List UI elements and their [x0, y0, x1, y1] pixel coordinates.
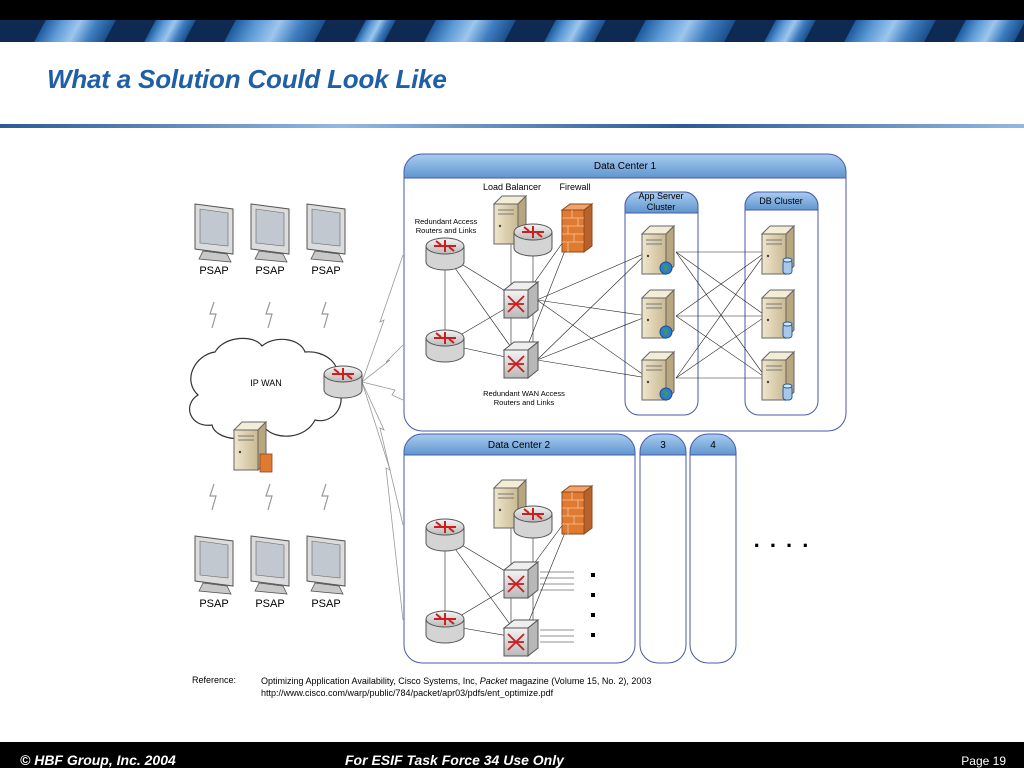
psap-label: PSAP — [255, 265, 284, 277]
reference-text: Optimizing Application Availability, Cis… — [261, 675, 651, 699]
footer-page-number: Page 19 — [961, 754, 1006, 768]
wan-server-icon — [233, 421, 273, 473]
reference-label: Reference: — [192, 675, 237, 685]
data-center-1-title: Data Center 1 — [594, 161, 657, 172]
psap-label: PSAP — [255, 598, 284, 610]
wireless-link-icon — [209, 301, 217, 329]
psap-monitor-icon — [250, 203, 290, 263]
psap-monitor-icon — [194, 203, 234, 263]
redundant-wan-label-line1: Redundant WAN Access — [483, 389, 565, 398]
footer-notice: For ESIF Task Force 34 Use Only — [345, 752, 564, 768]
wireless-link-icon — [265, 301, 273, 329]
data-center-4-title: 4 — [710, 440, 716, 451]
db-server-icon — [761, 225, 795, 275]
firewall-icon — [561, 485, 593, 535]
app-server-icon — [641, 225, 675, 275]
footer-copyright: © HBF Group, Inc. 2004 — [20, 752, 176, 768]
reference-line1-start: Optimizing Application Availability, Cis… — [261, 676, 480, 686]
access-router-icon — [425, 518, 465, 552]
wan-router-icon — [323, 365, 363, 399]
psap-label: PSAP — [311, 265, 340, 277]
app-server-icon — [641, 289, 675, 339]
psap-label: PSAP — [199, 598, 228, 610]
data-center-4-panel: 4 — [689, 433, 737, 664]
reference-line1-end: magazine (Volume 15, No. 2), 2003 — [507, 676, 652, 686]
dc2-vertical-ellipsis — [591, 573, 595, 637]
title-divider — [0, 124, 1024, 128]
wan-switch-icon — [503, 341, 539, 379]
reference-line1-italic: Packet — [479, 676, 508, 686]
psap-label: PSAP — [311, 598, 340, 610]
psap-monitor-icon — [306, 203, 346, 263]
reference-url[interactable]: http://www.cisco.com/warp/public/784/pac… — [261, 688, 554, 698]
psap-monitor-icon — [250, 535, 290, 595]
wireless-link-icon — [321, 483, 329, 511]
wan-switch-icon — [503, 281, 539, 319]
firewall-icon — [561, 203, 593, 253]
ip-wan-cloud-icon: IP WAN — [189, 337, 342, 440]
footer-bar: © HBF Group, Inc. 2004 For ESIF Task For… — [0, 742, 1024, 768]
access-router-icon — [425, 610, 465, 644]
wireless-link-icon — [265, 483, 273, 511]
more-data-centers-ellipsis: . . . . — [754, 527, 811, 552]
db-server-icon — [761, 351, 795, 401]
access-router-icon — [425, 237, 465, 271]
wireless-link-icon — [209, 483, 217, 511]
wan-switch-icon — [503, 619, 539, 657]
data-center-3-panel: 3 — [639, 433, 687, 664]
wan-links — [361, 254, 404, 621]
firewall-label: Firewall — [559, 182, 590, 192]
load-balancer-router-icon — [513, 223, 553, 257]
redundant-wan-label-line2: Routers and Links — [494, 398, 555, 407]
psap-monitor-icon — [194, 535, 234, 595]
load-balancer-label: Load Balancer — [483, 182, 541, 192]
data-center-3-title: 3 — [660, 440, 666, 451]
psap-monitor-icon — [306, 535, 346, 595]
app-server-icon — [641, 351, 675, 401]
redundant-access-label-line2: Routers and Links — [416, 226, 477, 235]
ip-wan-label: IP WAN — [250, 378, 282, 388]
wan-switch-icon — [503, 561, 539, 599]
slide-title: What a Solution Could Look Like — [47, 64, 447, 94]
db-cluster-label: DB Cluster — [759, 196, 803, 206]
data-center-2-title: Data Center 2 — [488, 440, 551, 451]
load-balancer-router-icon — [513, 505, 553, 539]
header-banner — [0, 0, 1024, 42]
access-router-icon — [425, 329, 465, 363]
wireless-link-icon — [321, 301, 329, 329]
redundant-access-label-line1: Redundant Access — [415, 217, 478, 226]
psap-label: PSAP — [199, 265, 228, 277]
db-server-icon — [761, 289, 795, 339]
app-cluster-label-line1: App Server — [638, 191, 683, 201]
app-cluster-label-line2: Cluster — [647, 202, 676, 212]
